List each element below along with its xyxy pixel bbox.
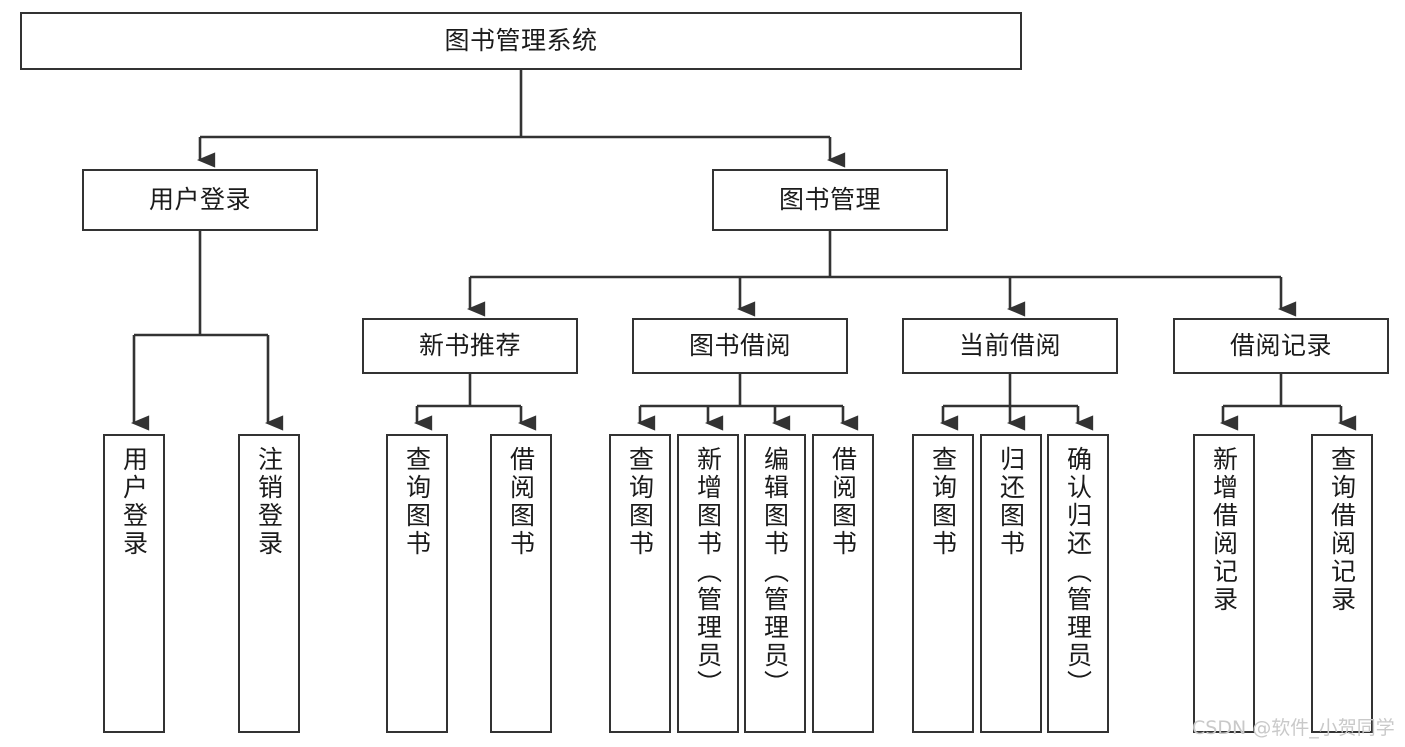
node-book-management-label: 图书管理 (778, 184, 881, 214)
leaf-current-query-book[interactable]: 查询图书 (912, 434, 974, 733)
leaf-new-book-query[interactable]: 查询图书 (386, 434, 448, 733)
leaf-user-login-logout[interactable]: 注销登录 (238, 434, 300, 733)
leaf-current-return-book-label: 归还图书 (996, 446, 1026, 558)
node-borrow-record[interactable]: 借阅记录 (1173, 318, 1389, 374)
leaf-new-book-borrow-label: 借阅图书 (506, 446, 536, 558)
leaf-current-query-book-label: 查询图书 (928, 446, 958, 558)
leaf-current-confirm-return-label: 确认归还（管理员） (1063, 446, 1093, 698)
watermark: CSDN @软件_小贺同学 (1192, 717, 1395, 739)
node-root-label: 图书管理系统 (444, 25, 598, 55)
leaf-borrow-edit-book-label: 编辑图书（管理员） (760, 446, 790, 698)
leaf-new-book-query-label: 查询图书 (402, 446, 432, 558)
leaf-borrow-borrow-book-label: 借阅图书 (828, 446, 858, 558)
leaf-borrow-borrow-book[interactable]: 借阅图书 (812, 434, 874, 733)
leaf-borrow-query-book-label: 查询图书 (625, 446, 655, 558)
leaf-user-login-login[interactable]: 用户登录 (103, 434, 165, 733)
leaf-record-add[interactable]: 新增借阅记录 (1193, 434, 1255, 733)
leaf-record-query[interactable]: 查询借阅记录 (1311, 434, 1373, 733)
node-book-borrow-label: 图书借阅 (688, 330, 791, 360)
leaf-record-query-label: 查询借阅记录 (1327, 446, 1357, 614)
node-current-borrow-label: 当前借阅 (958, 330, 1061, 360)
node-user-login-label: 用户登录 (148, 184, 251, 214)
leaf-new-book-borrow[interactable]: 借阅图书 (490, 434, 552, 733)
node-new-book-recommend[interactable]: 新书推荐 (362, 318, 578, 374)
leaf-user-login-logout-label: 注销登录 (254, 446, 284, 558)
leaf-borrow-query-book[interactable]: 查询图书 (609, 434, 671, 733)
node-root[interactable]: 图书管理系统 (20, 12, 1022, 70)
node-borrow-record-label: 借阅记录 (1229, 330, 1332, 360)
leaf-current-confirm-return[interactable]: 确认归还（管理员） (1047, 434, 1109, 733)
node-book-management[interactable]: 图书管理 (712, 169, 948, 231)
node-user-login[interactable]: 用户登录 (82, 169, 318, 231)
leaf-user-login-login-label: 用户登录 (119, 446, 149, 558)
leaf-record-add-label: 新增借阅记录 (1209, 446, 1239, 614)
node-new-book-recommend-label: 新书推荐 (418, 330, 521, 360)
leaf-borrow-add-book-label: 新增图书（管理员） (693, 446, 723, 698)
leaf-current-return-book[interactable]: 归还图书 (980, 434, 1042, 733)
node-book-borrow[interactable]: 图书借阅 (632, 318, 848, 374)
leaf-borrow-add-book[interactable]: 新增图书（管理员） (677, 434, 739, 733)
leaf-borrow-edit-book[interactable]: 编辑图书（管理员） (744, 434, 806, 733)
node-current-borrow[interactable]: 当前借阅 (902, 318, 1118, 374)
